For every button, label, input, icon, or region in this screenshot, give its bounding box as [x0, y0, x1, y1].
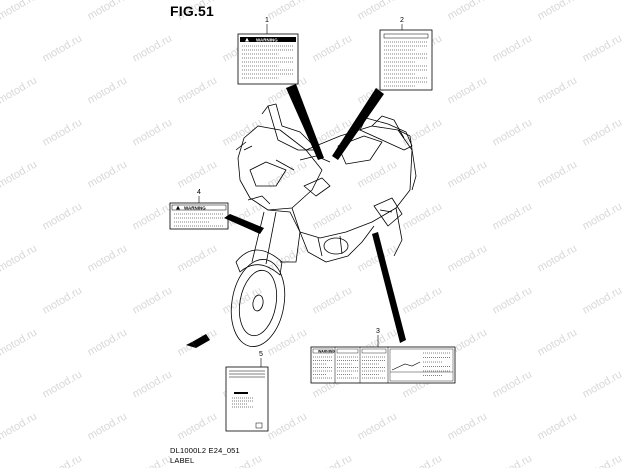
watermark-text: motod.ru — [41, 200, 85, 232]
watermark-text: motod.ru — [581, 368, 625, 400]
warning-triangle-icon — [245, 37, 249, 42]
watermark-text: motod.ru — [401, 116, 445, 148]
watermark-text: motod.ru — [446, 158, 490, 190]
watermark-text: motod.ru — [356, 0, 400, 23]
warning-label-1 — [237, 33, 299, 85]
callout-number-1: 1 — [265, 17, 269, 24]
label-1[interactable]: 1 WARNING — [237, 17, 299, 85]
watermark-text: motod.ru — [131, 200, 175, 232]
watermark-text: motod.ru — [176, 74, 220, 106]
watermark-text: motod.ru — [491, 200, 535, 232]
watermark-text: motod.ru — [581, 116, 625, 148]
watermark-text: motod.ru — [491, 452, 535, 468]
watermark-text: motod.ru — [536, 74, 580, 106]
watermark-text: motod.ru — [86, 410, 130, 442]
watermark-text: motod.ru — [581, 284, 625, 316]
watermark-text: motod.ru — [311, 452, 355, 468]
watermark-text: motod.ru — [41, 116, 85, 148]
watermark-text: motod.ru — [536, 242, 580, 274]
watermark-text: motod.ru — [581, 452, 625, 468]
warning-label-4 — [169, 202, 229, 230]
watermark-text: motod.ru — [131, 368, 175, 400]
figure-title: FIG.51 — [170, 3, 214, 19]
watermark-text: motod.ru — [401, 200, 445, 232]
warning-triangle-icon — [176, 205, 180, 210]
watermark-text: motod.ru — [536, 410, 580, 442]
watermark-text: motod.ru — [221, 284, 265, 316]
watermark-text: motod.ru — [356, 410, 400, 442]
watermark-text: motod.ru — [86, 74, 130, 106]
label-5[interactable]: 5 — [225, 351, 269, 432]
warning-heading-1: WARNING — [256, 37, 278, 42]
figure-code: DL1000L2 E24_051 — [170, 446, 240, 455]
suzuki-logo-icon — [255, 422, 263, 429]
watermark-text: motod.ru — [446, 242, 490, 274]
motorcycle-drawing — [230, 103, 417, 347]
watermark-text: motod.ru — [536, 158, 580, 190]
watermark-text: motod.ru — [176, 242, 220, 274]
watermark-text: motod.ru — [446, 0, 490, 23]
watermark-text: motod.ru — [0, 242, 39, 274]
leader-arrows — [224, 84, 406, 343]
watermark-text: motod.ru — [311, 200, 355, 232]
watermark-text: motod.ru — [131, 32, 175, 64]
watermark-text: motod.ru — [491, 32, 535, 64]
watermark-text: motod.ru — [401, 452, 445, 468]
owners-manual-document — [225, 366, 269, 432]
section-name: LABEL — [170, 456, 195, 465]
watermark-text: motod.ru — [581, 200, 625, 232]
watermark-text: motod.ru — [491, 116, 535, 148]
callout-number-4: 4 — [197, 189, 201, 196]
watermark-text: motod.ru — [41, 284, 85, 316]
watermark-text: motod.ru — [581, 32, 625, 64]
watermark-text: motod.ru — [0, 158, 39, 190]
watermark-text: motod.ru — [41, 368, 85, 400]
watermark-text: motod.ru — [131, 452, 175, 468]
watermark-text: motod.ru — [0, 74, 39, 106]
warning-heading-4: WARNING — [184, 205, 206, 210]
watermark-text: motod.ru — [266, 326, 310, 358]
label-2[interactable]: 2 — [379, 17, 433, 91]
watermark-text: motod.ru — [86, 0, 130, 23]
watermark-text: motod.ru — [176, 410, 220, 442]
watermark-text: motod.ru — [266, 242, 310, 274]
callout-number-3: 3 — [376, 328, 380, 335]
watermark-text: motod.ru — [266, 410, 310, 442]
warning-label-2 — [379, 29, 433, 91]
watermark-text: motod.ru — [491, 368, 535, 400]
warning-heading-3: WARNING — [318, 350, 335, 354]
watermark-text: motod.ru — [86, 242, 130, 274]
watermark-text: motod.ru — [41, 32, 85, 64]
watermark-text: motod.ru — [0, 410, 39, 442]
watermark-text: motod.ru — [401, 284, 445, 316]
watermark-text: motod.ru — [446, 74, 490, 106]
watermark-text: motod.ru — [86, 326, 130, 358]
watermark-text: motod.ru — [446, 410, 490, 442]
label-4[interactable]: 4 WARNING — [169, 189, 229, 230]
watermark-text: motod.ru — [536, 326, 580, 358]
watermark-text: motod.ru — [491, 284, 535, 316]
watermark-text: motod.ru — [266, 0, 310, 23]
watermark-text: motod.ru — [131, 116, 175, 148]
watermark-text: motod.ru — [86, 158, 130, 190]
forward-direction-arrow-icon — [186, 334, 210, 348]
watermark-text: motod.ru — [0, 0, 39, 23]
watermark-text: motod.ru — [131, 284, 175, 316]
watermark-text: motod.ru — [176, 158, 220, 190]
label-3[interactable]: 3 WARNING — [310, 328, 456, 384]
watermark-text: motod.ru — [41, 452, 85, 468]
callout-number-2: 2 — [400, 17, 404, 24]
callout-number-5: 5 — [259, 351, 263, 358]
watermark-text: motod.ru — [536, 0, 580, 23]
watermark-text: motod.ru — [311, 284, 355, 316]
watermark-text: motod.ru — [356, 158, 400, 190]
watermark-text: motod.ru — [311, 32, 355, 64]
watermark-text: motod.ru — [0, 326, 39, 358]
